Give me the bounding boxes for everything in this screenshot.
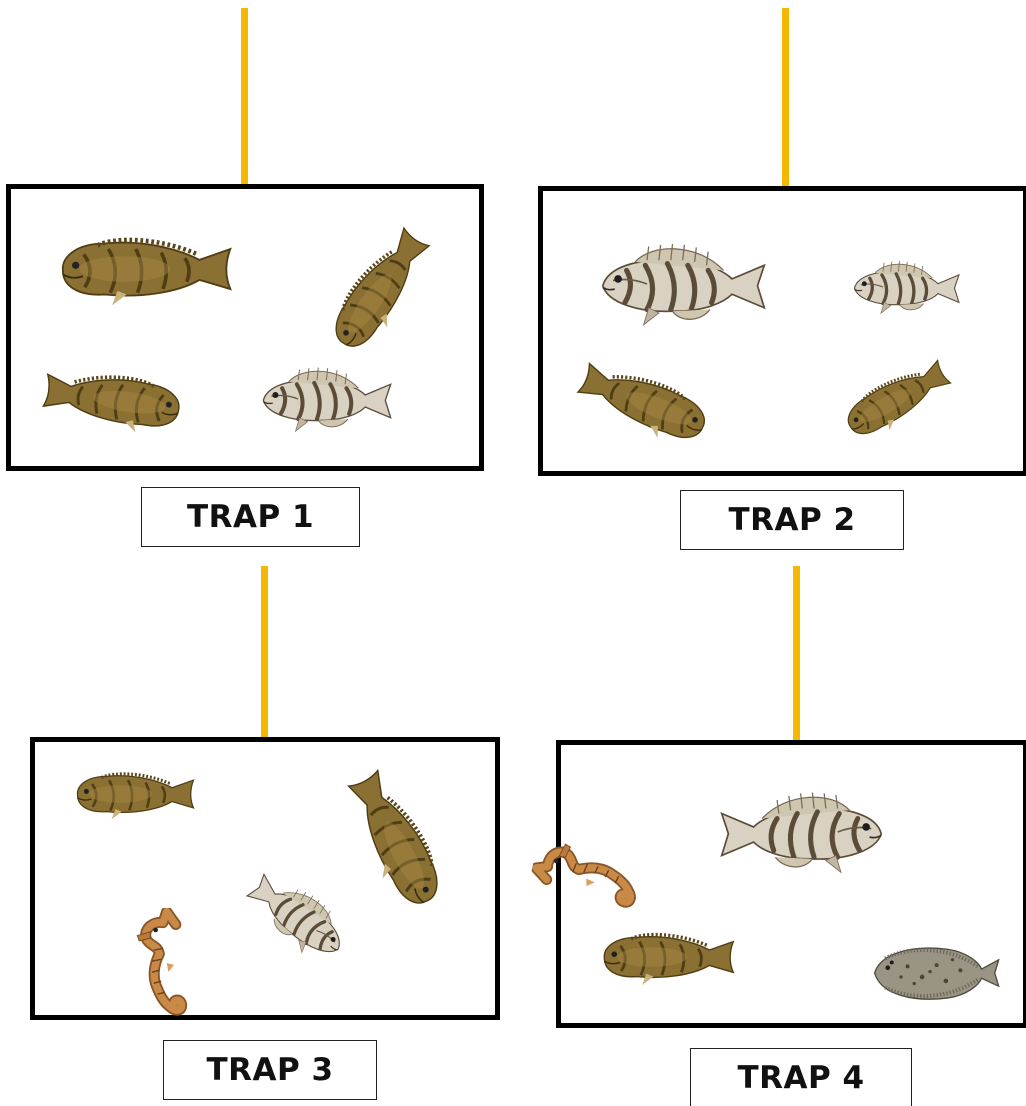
tautog-icon xyxy=(850,256,960,318)
trap-4-rope xyxy=(793,566,800,742)
trap-2-label: TRAP 2 xyxy=(680,490,904,550)
tautog-icon xyxy=(708,790,900,874)
trap-3-rope xyxy=(261,566,268,738)
trap-4-label: TRAP 4 xyxy=(690,1048,912,1106)
tautog-icon xyxy=(258,362,392,436)
toadfish-icon xyxy=(42,370,188,430)
tautog-icon xyxy=(596,236,766,332)
toadfish-icon xyxy=(596,928,736,986)
trap-2-rope xyxy=(782,8,789,188)
trap-1-rope xyxy=(241,8,248,186)
trap-3-label: TRAP 3 xyxy=(163,1040,377,1100)
toadfish-icon xyxy=(52,232,234,306)
toadfish-icon xyxy=(70,768,196,820)
toadfish-icon xyxy=(836,360,954,440)
trap-1-label: TRAP 1 xyxy=(141,487,360,547)
toadfish-icon xyxy=(576,368,716,438)
flounder-icon xyxy=(868,936,1000,1010)
seahorse-icon xyxy=(134,908,192,1018)
